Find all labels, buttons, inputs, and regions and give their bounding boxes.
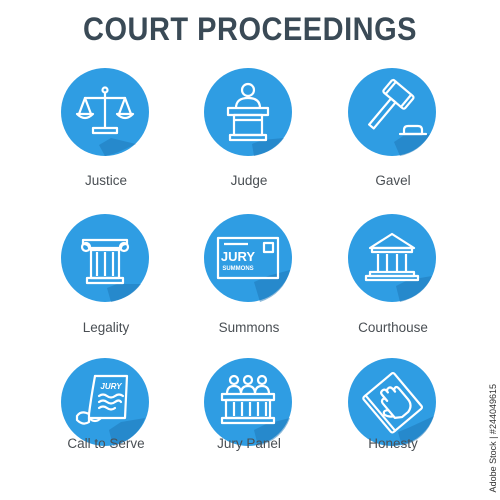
gavel-icon: [348, 68, 436, 156]
summons-small-text: SUMMONS: [222, 266, 253, 272]
icon-tile-legality: Legality: [31, 214, 181, 354]
summons-big-text: JURY: [221, 249, 256, 264]
icon-tile-honesty: Honesty: [318, 358, 468, 498]
icon-tile-judge: Judge: [174, 68, 324, 208]
icon-tile-call-to-serve: JURY Call to Serve: [31, 358, 181, 498]
hand-on-book-icon: [348, 358, 436, 446]
icon-label: Call to Serve: [67, 436, 145, 451]
icon-label: Judge: [230, 173, 268, 188]
scroll-icon: JURY: [61, 358, 149, 446]
icon-label: Gavel: [375, 173, 411, 188]
jury-box-icon: [204, 358, 292, 446]
icon-tile-gavel: Gavel: [318, 68, 468, 208]
icon-label: Jury Panel: [217, 436, 281, 451]
icon-label: Honesty: [368, 436, 418, 451]
courthouse-icon: [348, 214, 436, 302]
icon-label: Legality: [82, 320, 130, 335]
stock-id-watermark: Adobe Stock | #244049615: [488, 383, 498, 492]
icon-label: Justice: [84, 173, 128, 188]
icon-label: Courthouse: [358, 320, 428, 335]
page-title: COURT PROCEEDINGS: [83, 12, 417, 48]
scales-icon: [61, 68, 149, 156]
icon-tile-summons: JURY SUMMONS Summons: [174, 214, 324, 354]
icon-tile-justice: Justice: [31, 68, 181, 208]
judge-podium-icon: [204, 68, 292, 156]
column-icon: [61, 214, 149, 302]
icon-tile-jury-panel: Jury Panel: [174, 358, 324, 498]
icon-tile-courthouse: Courthouse: [318, 214, 468, 354]
icon-label: Summons: [218, 320, 280, 335]
jury-summons-icon: JURY SUMMONS: [204, 214, 292, 302]
scroll-text: JURY: [100, 382, 122, 391]
